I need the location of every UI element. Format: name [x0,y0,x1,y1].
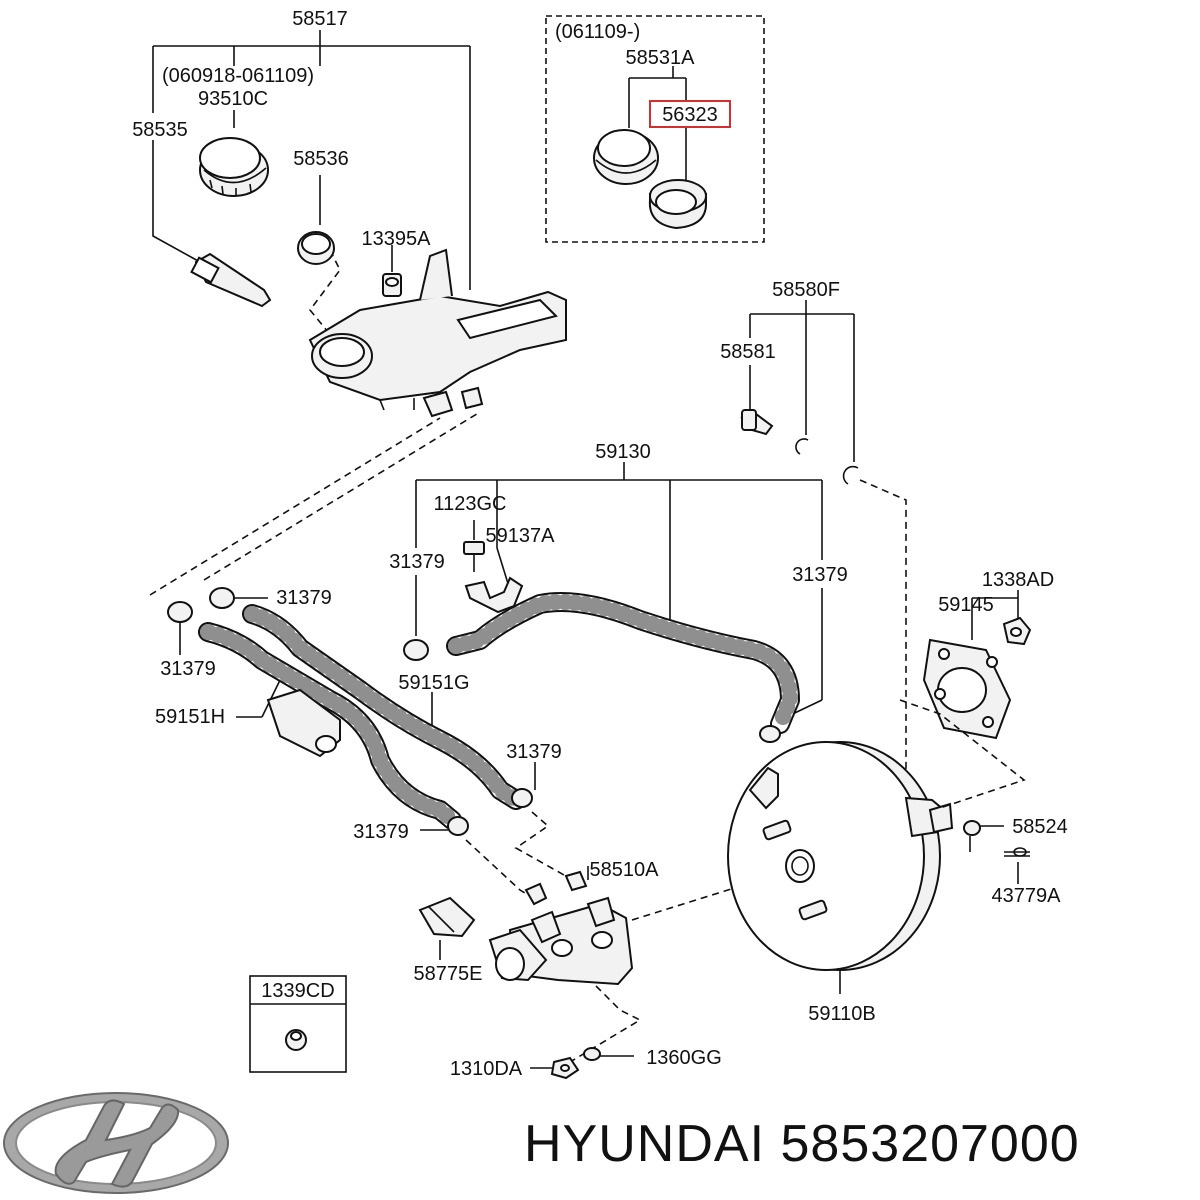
reservoir-callout-lines [152,30,471,333]
hose-clamp-icon [759,725,781,743]
nut-icon [1002,616,1032,646]
label-58581: 58581 [720,341,776,363]
label-59130: 59130 [595,441,651,463]
inset-seal-icon [648,179,707,230]
vacuum-hose-59151H-icon [198,622,462,830]
washer-icon [963,820,981,836]
label-58775E: 58775E [414,963,483,985]
label-58517: 58517 [292,8,348,30]
hose-clamp-icon [167,601,193,623]
label-1310DA: 1310DA [450,1058,523,1080]
brand-caption: HYUNDAI 5853207000 [524,1115,1080,1173]
label-58535: 58535 [132,119,188,141]
label-1339CD: 1339CD [261,980,334,1002]
label-31379-c: 31379 [276,587,332,609]
clip-icon [795,438,809,455]
label-58536: 58536 [293,148,349,170]
reservoir-icon [308,248,567,418]
upper-vacuum-hose-icon [446,592,800,734]
hose-clamp-icon [447,816,469,836]
label-1360GG: 1360GG [646,1047,722,1069]
hose-bracket-icon [464,576,524,614]
level-sensor-icon [190,252,272,308]
label-58524: 58524 [1012,816,1068,838]
seal-ring-icon [297,231,335,265]
hose-protector-icon [266,688,341,758]
reservoir-cap-icon [199,137,269,197]
gasket-icon [922,638,1012,740]
part-labels: 58517 (060918-061109) 93510C 58535 58536… [132,8,1068,1080]
label-31379-d: 31379 [160,658,216,680]
clevis-pin-icon [740,409,774,436]
brake-booster-icon [727,741,954,971]
hose-clamp-icon [511,788,533,808]
label-43779A: 43779A [992,885,1062,907]
label-date-range: (060918-061109) [162,65,314,87]
part-box-1339CD [249,975,347,1073]
nut-icon [382,273,402,297]
vacuum-hose-59151G-icon [242,604,526,810]
label-58531A: 58531A [626,47,696,69]
pin-group-lines [749,300,855,462]
hose-assembly-lines [415,462,823,721]
label-59145: 59145 [938,594,994,616]
label-31379-a: 31379 [389,551,445,573]
washer-icon [583,1047,601,1061]
bolt-icon [463,541,485,572]
label-58510A: 58510A [590,859,660,881]
label-inset-date: (061109-) [555,21,640,43]
label-13395A: 13395A [362,228,432,250]
lower-hose-lines [179,597,589,960]
label-59151H: 59151H [155,706,225,728]
label-59151G: 59151G [398,672,469,694]
label-59110B: 59110B [808,1003,875,1025]
gasket-lines [971,590,1019,640]
hose-clamp-icon [403,639,429,661]
hyundai-logo [3,1092,229,1194]
nut-icon [285,1029,307,1051]
label-31379-e: 31379 [506,741,562,763]
brake-fitting-icon [418,896,476,938]
label-58580F: 58580F [772,279,840,301]
label-31379-b: 31379 [792,564,848,586]
master-cylinder-icon [488,870,634,986]
cotter-pin-icon [1004,847,1030,857]
label-93510C: 93510C [198,88,268,110]
inset-callout-lines [628,66,687,180]
nut-icon [550,1056,580,1080]
hose-clamp-icon [209,587,235,609]
label-1123GC: 1123GC [433,493,506,515]
label-59137A: 59137A [486,525,556,547]
label-31379-f: 31379 [353,821,409,843]
label-56323: 56323 [662,104,718,126]
inset-cap-icon [593,129,659,185]
label-1338AD: 1338AD [982,569,1054,591]
highlight-box-56323 [649,100,731,128]
inset-box [545,15,765,243]
snap-ring-icon [842,465,859,485]
